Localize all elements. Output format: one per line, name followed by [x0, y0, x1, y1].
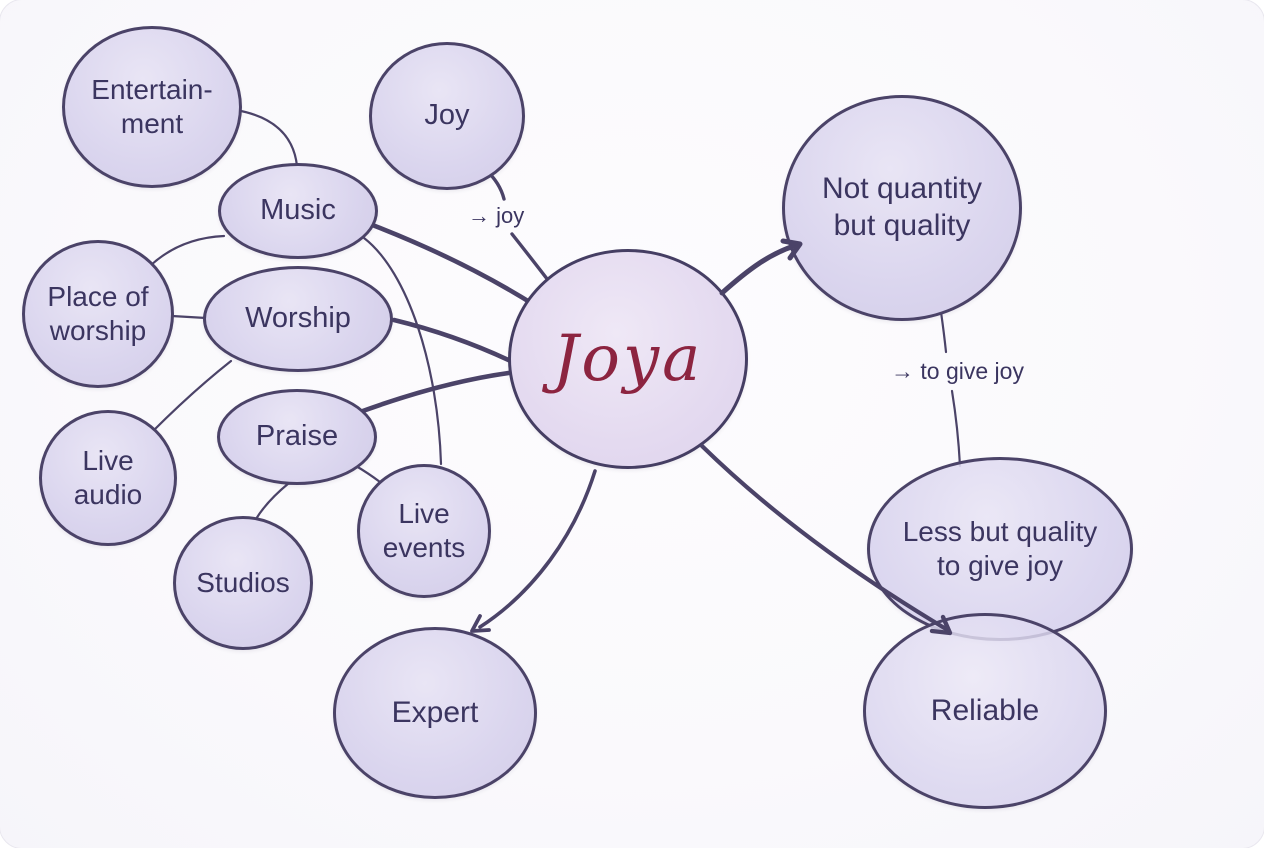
- node-live-audio[interactable]: Live audio: [39, 410, 177, 546]
- edge-music-joya: [359, 218, 539, 309]
- edge-place-of-worship-worship: [170, 314, 208, 320]
- edge-praise-studios: [254, 481, 291, 521]
- edge-label-joya: [510, 232, 553, 286]
- edge-entertainment-music: [234, 108, 299, 168]
- node-live-events[interactable]: Live events: [357, 464, 491, 598]
- node-label: Worship: [245, 302, 351, 335]
- edge-worship-joya: [391, 317, 524, 369]
- edge-label-less-but: [950, 389, 962, 468]
- node-label: Music: [260, 194, 336, 227]
- node-worship[interactable]: Worship: [203, 266, 393, 372]
- node-label: Entertain-ment: [91, 73, 213, 139]
- edge-not-quantity-label: [939, 310, 948, 354]
- node-expert[interactable]: Expert: [333, 627, 537, 799]
- node-place-of-worship[interactable]: Place of worship: [22, 240, 174, 388]
- node-music[interactable]: Music: [218, 163, 378, 259]
- node-label: Not quantity but quality: [821, 172, 983, 242]
- node-not-quantity[interactable]: Not quantity but quality: [782, 95, 1022, 321]
- center-node-label: Joya: [552, 321, 704, 396]
- node-label: Live events: [382, 497, 466, 563]
- node-joya-center[interactable]: Joya: [508, 249, 748, 469]
- node-label: Live audio: [73, 444, 143, 510]
- node-label: Reliable: [930, 693, 1040, 727]
- node-joy[interactable]: Joy: [369, 42, 525, 190]
- node-label: Expert: [391, 695, 479, 729]
- node-reliable[interactable]: Reliable: [863, 613, 1107, 809]
- node-praise[interactable]: Praise: [217, 389, 377, 485]
- node-studios[interactable]: Studios: [173, 516, 313, 650]
- node-label: Studios: [196, 566, 290, 598]
- edge-joya-expert: [478, 469, 597, 629]
- edge-worship-live-audio: [150, 359, 233, 434]
- node-label: Place of worship: [47, 280, 149, 346]
- edge-praise-joya: [357, 369, 519, 415]
- arrowhead-expert: [470, 614, 491, 633]
- node-label: Joy: [424, 99, 470, 132]
- edge-label-to-give-joy: → to give joy: [891, 358, 1024, 384]
- node-entertainment[interactable]: Entertain-ment: [62, 26, 242, 188]
- node-label: Less but quality to give joy: [902, 515, 1098, 581]
- edge-praise-live-events: [354, 464, 382, 484]
- edge-music-place-of-worship: [148, 234, 226, 268]
- node-label: Praise: [255, 420, 339, 453]
- edge-label-joy: → joy: [468, 203, 525, 228]
- edge-joya-not-quantity: [719, 243, 797, 296]
